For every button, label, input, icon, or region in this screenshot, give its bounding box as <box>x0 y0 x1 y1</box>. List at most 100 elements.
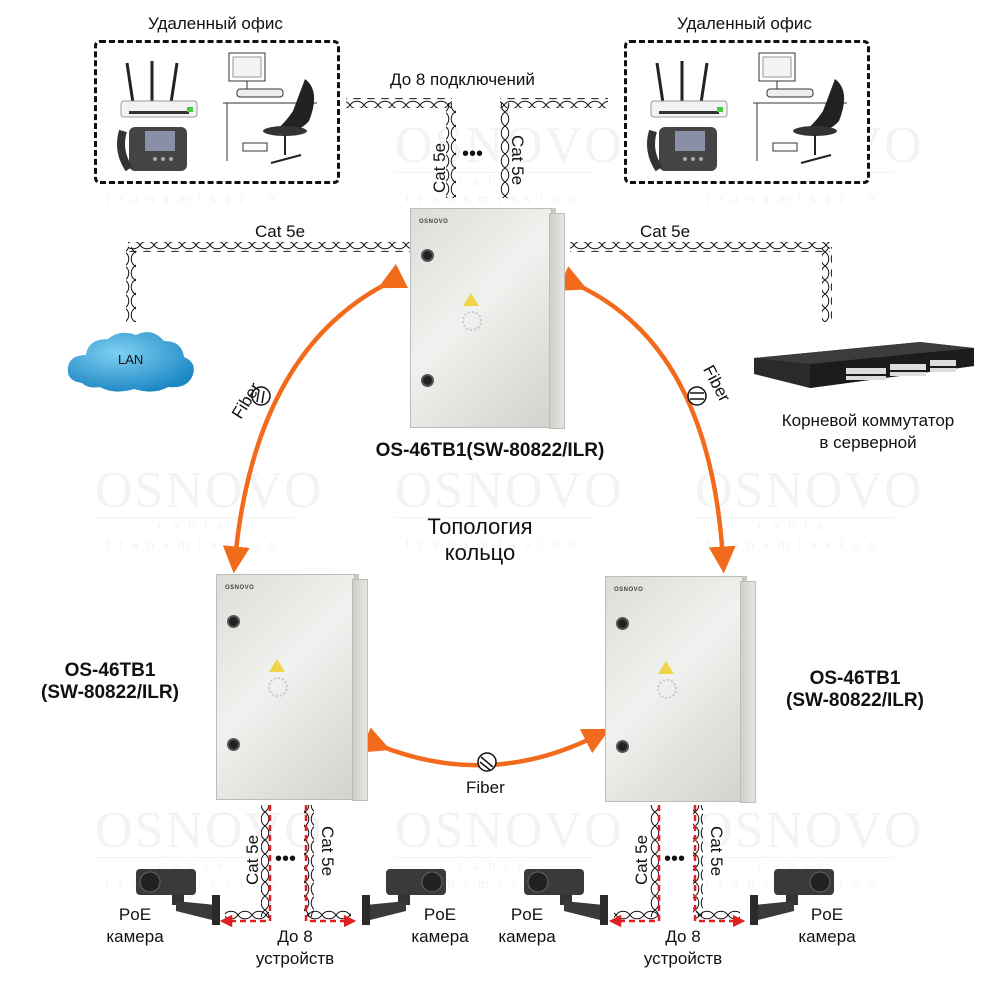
workstation-icon <box>753 52 847 164</box>
router-icon <box>650 61 728 118</box>
node-label-right-line1: OS-46TB1 <box>809 668 901 689</box>
camera-label: PoE камера <box>405 904 475 948</box>
brand-logo: OSNOVO <box>225 585 255 591</box>
switch-cabinet-left[interactable]: OSNOVO <box>216 574 368 801</box>
node-label-right-line2: (SW-80822/ILR) <box>786 690 924 711</box>
fiber-connector-icon <box>477 752 497 772</box>
remote-office-left <box>94 40 340 184</box>
device-count-line2: устройств <box>643 949 723 968</box>
lock-icon <box>616 740 629 753</box>
camera-label-line2: камера <box>498 927 556 946</box>
camera-label-line2: камера <box>411 927 469 946</box>
cable-label: Cat 5e <box>318 826 337 877</box>
dashed-arrow-right <box>693 805 746 928</box>
cable-cat5e-cam <box>261 805 271 917</box>
lock-icon <box>227 615 240 628</box>
lan-label: LAN <box>118 352 144 367</box>
cable-label: Cat 5e <box>430 142 449 193</box>
brand-logo: OSNOVO <box>614 587 644 593</box>
node-label-top: OS-46TB1(SW-80822/ILR) <box>375 440 605 461</box>
cable-cat5e <box>500 103 510 198</box>
remote-office-right <box>624 40 870 184</box>
lan-cloud-icon <box>67 332 194 392</box>
gear-icon <box>268 677 288 697</box>
ip-phone-icon <box>647 127 717 172</box>
lock-icon <box>616 617 629 630</box>
fiber-arc-top-right <box>557 266 736 574</box>
camera-label-line1: PoE <box>510 905 544 924</box>
cable-cat5e-cam <box>696 910 740 920</box>
cabinet-side <box>549 213 565 429</box>
warning-icon <box>658 661 674 674</box>
switch-cabinet-right[interactable]: OSNOVO <box>605 576 756 803</box>
cabinet-side <box>740 581 756 803</box>
cable-cat5e-lan <box>128 242 410 252</box>
node-label-left: OS-46TB1 (SW-80822/ILR) <box>20 660 200 704</box>
workstation-icon <box>223 52 317 164</box>
poe-camera-icon <box>136 869 220 925</box>
connections-count-label: До 8 подключений <box>390 70 535 89</box>
fiber-arc-top-left <box>222 263 409 574</box>
cable-label: Cat 5e <box>508 135 527 186</box>
device-count-line1: До 8 <box>277 927 313 946</box>
warning-icon <box>463 293 479 306</box>
device-count-line1: До 8 <box>665 927 701 946</box>
dashed-arrow-left <box>219 805 272 928</box>
cable-cat5e-root <box>570 242 830 252</box>
cable-label: Cat 5e <box>632 834 651 885</box>
cable-cat5e-cam <box>304 805 314 917</box>
cable-cat5e-cam <box>693 805 703 917</box>
poe-camera-icon <box>362 869 446 925</box>
brand-logo: OSNOVO <box>419 219 449 225</box>
cable-cat5e-cam <box>307 910 351 920</box>
cable-label: Cat 5e <box>707 826 726 877</box>
office-label: Удаленный офис <box>677 14 812 33</box>
topology-title-line2: кольцо <box>444 540 516 565</box>
root-switch-label-line1: Корневой коммутатор <box>781 411 955 430</box>
cable-cat5e-lan <box>126 247 136 322</box>
cable-cat5e-cam <box>614 910 658 920</box>
camera-label-line1: PoE <box>423 905 457 924</box>
device-count-label: До 8 устройств <box>240 926 350 970</box>
cable-cat5e-root <box>822 247 832 322</box>
node-label-left-line2: (SW-80822/ILR) <box>41 682 179 703</box>
camera-label-line2: камера <box>106 927 164 946</box>
device-count-line2: устройств <box>255 949 335 968</box>
camera-label-line1: PoE <box>810 905 844 924</box>
dashed-arrow-right <box>304 805 357 928</box>
camera-label: PoE камера <box>492 904 562 948</box>
office-label: Удаленный офис <box>148 14 283 33</box>
lock-icon <box>421 374 434 387</box>
cable-label: Cat 5e <box>243 834 262 885</box>
camera-label-line2: камера <box>798 927 856 946</box>
cabinet-side <box>352 579 368 801</box>
lock-icon <box>227 738 240 751</box>
camera-label-line1: PoE <box>118 905 152 924</box>
warning-icon <box>269 659 285 672</box>
root-switch-label: Корневой коммутатор в серверной <box>758 410 978 454</box>
camera-label: PoE камера <box>100 904 170 948</box>
root-switch-label-line2: в серверной <box>819 433 917 452</box>
cable-cat5e-cam <box>225 910 269 920</box>
cable-cat5e <box>500 98 608 108</box>
lock-icon <box>421 249 434 262</box>
fiber-connector-icon <box>251 386 271 406</box>
poe-camera-icon <box>750 869 834 925</box>
topology-title: Топология кольцо <box>390 514 570 566</box>
camera-label: PoE камера <box>792 904 862 948</box>
root-switch-icon <box>754 342 974 388</box>
node-label-right: OS-46TB1 (SW-80822/ILR) <box>765 668 945 712</box>
fiber-label: Fiber <box>466 778 505 797</box>
router-icon <box>120 61 198 118</box>
cable-cat5e-cam <box>650 805 660 917</box>
ellipsis: ••• <box>462 143 484 165</box>
poe-camera-icon <box>524 869 608 925</box>
node-label-left-line1: OS-46TB1 <box>64 660 156 681</box>
ip-phone-icon <box>117 127 187 172</box>
switch-cabinet-top[interactable]: OSNOVO <box>410 208 565 429</box>
fiber-connector-icon <box>687 386 707 406</box>
cable-cat5e <box>446 103 456 198</box>
office-devices <box>117 61 198 172</box>
gear-icon <box>657 679 677 699</box>
